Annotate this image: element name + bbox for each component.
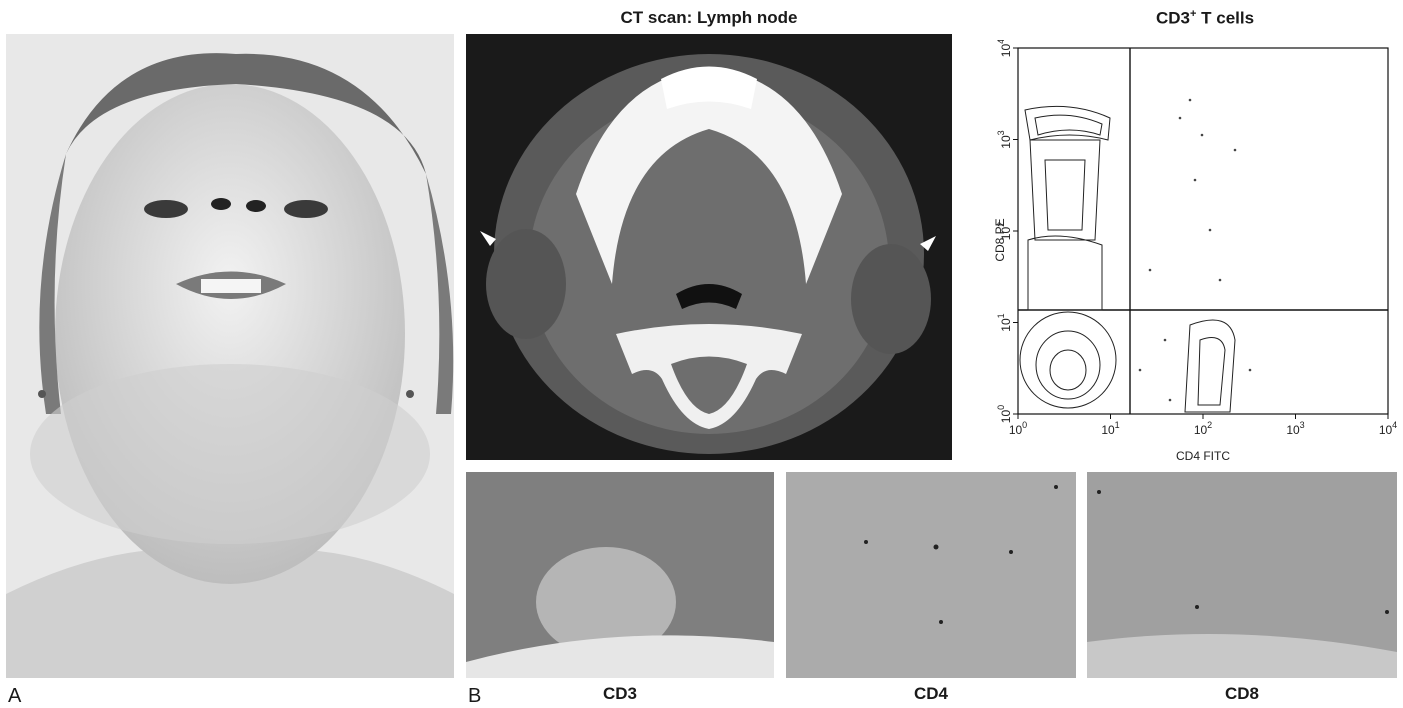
cd4-contours [1184, 319, 1236, 413]
cd8-contours [1024, 105, 1111, 311]
y-tick-label: 104 [996, 40, 1013, 57]
panel-label-b: B [468, 685, 482, 707]
panel-label-a: A [8, 685, 22, 707]
x-ticks: 100 101 102 103 104 [1009, 414, 1397, 437]
scatter-dots [1138, 98, 1252, 402]
flow-title-main: CD3 [1155, 8, 1190, 28]
x-tick-label: 103 [1286, 420, 1304, 437]
cd3-micrograph [466, 472, 774, 678]
cd4-label: CD4 [913, 684, 948, 703]
y-ticks: 100 101 102 103 104 [996, 39, 1018, 423]
cd3-label: CD3 [602, 684, 637, 703]
flow-title-rest: T cells [1196, 8, 1255, 28]
y-axis-label: CD8 PE [993, 218, 1007, 261]
flow-title: CD3+ T cells [1020, 8, 1390, 29]
ct-scan-title: CT scan: Lymph node [620, 8, 798, 27]
right-arrowhead-icon [920, 236, 936, 251]
x-tick-label: 100 [1009, 420, 1027, 437]
x-tick-label: 101 [1101, 420, 1119, 437]
y-tick-label: 102 [996, 222, 1013, 240]
flow-plot: 100 101 102 103 104 100 101 102 103 104 CD4 FITC… [990, 39, 1400, 470]
flow-title-sup: + [1189, 8, 1197, 20]
left-arrowhead-icon [480, 231, 496, 246]
patient-face-image [6, 34, 454, 678]
y-tick-label: 101 [996, 313, 1013, 331]
cd3-texture [466, 472, 774, 678]
y-tick-label: 103 [996, 130, 1013, 148]
x-axis-label: CD4 FITC [1176, 449, 1230, 463]
cd4-texture [786, 472, 1076, 678]
cd8-micrograph [1087, 472, 1397, 678]
cd8-texture [1087, 472, 1397, 678]
x-tick-label: 102 [1194, 420, 1212, 437]
cd4-micrograph [786, 472, 1076, 678]
ct-scan-image [466, 34, 952, 460]
y-tick-label: 100 [996, 405, 1013, 423]
x-tick-label: 104 [1379, 420, 1397, 437]
cd8-label: CD8 [1224, 684, 1259, 703]
plot-frame [1017, 47, 1389, 415]
ct-scan-graphic [480, 54, 936, 454]
flow-plot-svg: 100 101 102 103 104 100 101 102 103 104 CD4 FITC… [993, 39, 1397, 463]
double-negative-contours [1019, 311, 1117, 409]
patient-photo [6, 34, 454, 678]
